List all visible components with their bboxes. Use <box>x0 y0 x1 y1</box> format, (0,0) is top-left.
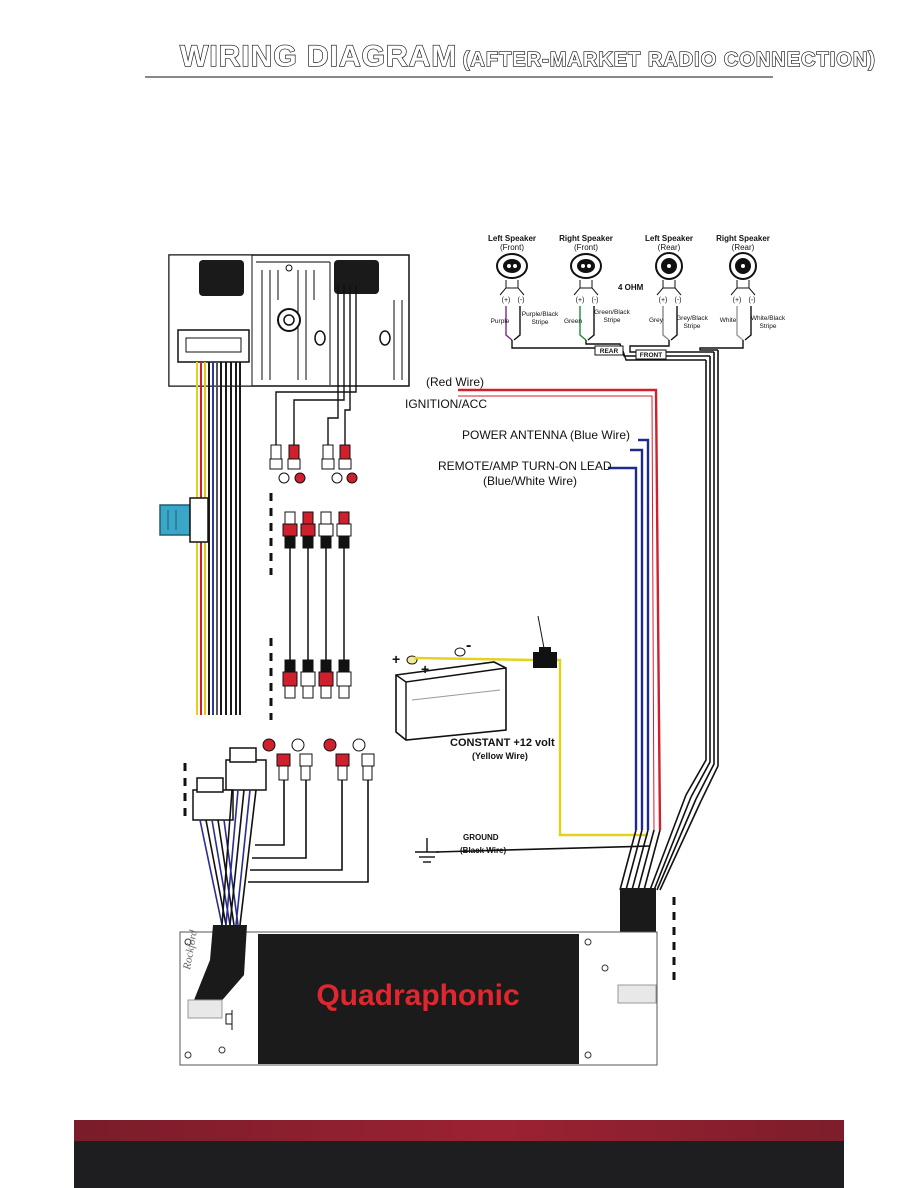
remote-label: REMOTE/AMP TURN-ON LEAD <box>438 459 612 473</box>
speaker-1-minus: (-) <box>518 297 525 304</box>
red-wire-label: (Red Wire) <box>426 375 484 389</box>
radio-head-unit <box>168 254 410 387</box>
speaker-harness-plugs <box>192 747 267 926</box>
speaker-3-pos: (Rear) <box>658 243 681 252</box>
ground-label-2: (Black Wire) <box>460 846 507 855</box>
speaker-4-wire-neg-2: Stripe <box>760 323 777 330</box>
amplifier: Rockford Quadraphonic <box>179 925 658 1066</box>
amp-brand-logo: Quadraphonic <box>316 979 519 1012</box>
ground-label: GROUND <box>463 833 499 842</box>
ground-wire <box>435 845 651 853</box>
rca-output-leads <box>275 285 357 445</box>
title-divider <box>145 76 773 78</box>
speaker-3-minus: (-) <box>675 297 682 304</box>
battery-minus: - <box>466 637 471 654</box>
speaker-icon <box>496 253 528 279</box>
speaker-3-wire-neg-2: Stripe <box>684 323 701 330</box>
speaker-4-plus: (+) <box>733 297 742 304</box>
battery: + + - <box>392 637 507 741</box>
amp-rca-inputs <box>248 738 375 883</box>
front-tag: FRONT <box>640 352 662 359</box>
amp-power-bundle <box>619 794 702 891</box>
speaker-1-wire-neg: Purple/Black <box>522 311 559 318</box>
speaker-4-wire-pos: White <box>720 317 737 324</box>
rear-tag: REAR <box>600 348 619 355</box>
speaker-2-minus: (-) <box>592 297 599 304</box>
speaker-1-wire-pos: Purple <box>491 318 510 325</box>
speaker-2-pos: (Front) <box>574 243 598 252</box>
antenna-label: POWER ANTENNA (Blue Wire) <box>462 428 630 442</box>
speaker-2-name: Right Speaker <box>559 234 613 243</box>
rca-patch-cables <box>282 511 352 699</box>
ignition-label: IGNITION/ACC <box>405 397 487 411</box>
power-wires <box>458 388 662 831</box>
antenna-adapter <box>159 497 209 543</box>
speaker-icon <box>655 252 683 280</box>
speaker-group: Left Speaker (Front) Right Speaker (Fron… <box>488 234 786 361</box>
fuse-holder <box>533 647 557 668</box>
constant-label-2: (Yellow Wire) <box>472 751 528 761</box>
title-sub: (AFTER-MARKET RADIO CONNECTION) <box>462 48 876 71</box>
speaker-1-wire-neg-2: Stripe <box>532 319 549 326</box>
speaker-2-wire-pos: Green <box>564 318 582 325</box>
speaker-wire-bundle <box>685 350 719 802</box>
speaker-1-name: Left Speaker <box>488 234 536 243</box>
speaker-1-plus: (+) <box>502 297 511 304</box>
impedance-label: 4 OHM <box>618 283 644 292</box>
rca-outputs <box>269 444 358 484</box>
remote-label-2: (Blue/White Wire) <box>483 474 577 488</box>
constant-label: CONSTANT +12 volt <box>450 737 555 749</box>
speaker-3-plus: (+) <box>659 297 668 304</box>
footer-bar <box>74 1141 844 1188</box>
speaker-icon <box>729 252 757 280</box>
speaker-3-name: Left Speaker <box>645 234 693 243</box>
title-main: WIRING DIAGRAM <box>179 39 458 73</box>
speaker-2-plus: (+) <box>576 297 585 304</box>
battery-plus-1: + <box>392 651 400 667</box>
speaker-4-minus: (-) <box>749 297 756 304</box>
dashed-markers <box>183 493 676 980</box>
speaker-1-pos: (Front) <box>500 243 524 252</box>
speaker-2-wire-neg: Green/Black <box>594 309 631 316</box>
speaker-4-wire-neg: White/Black <box>751 315 786 322</box>
speaker-3-wire-neg: Grey/Black <box>676 315 709 322</box>
ground-icon <box>415 838 439 863</box>
speaker-4-name: Right Speaker <box>716 234 770 243</box>
battery-plus-2: + <box>421 661 429 677</box>
constant-wire <box>413 615 648 837</box>
speaker-icon <box>570 253 602 279</box>
speaker-2-wire-neg-2: Stripe <box>604 317 621 324</box>
speaker-4-pos: (Rear) <box>732 243 755 252</box>
page-title: WIRING DIAGRAM (AFTER-MARKET RADIO CONNE… <box>179 39 876 74</box>
speaker-3-wire-pos: Grey <box>649 317 664 324</box>
footer-accent-bar <box>74 1120 844 1141</box>
